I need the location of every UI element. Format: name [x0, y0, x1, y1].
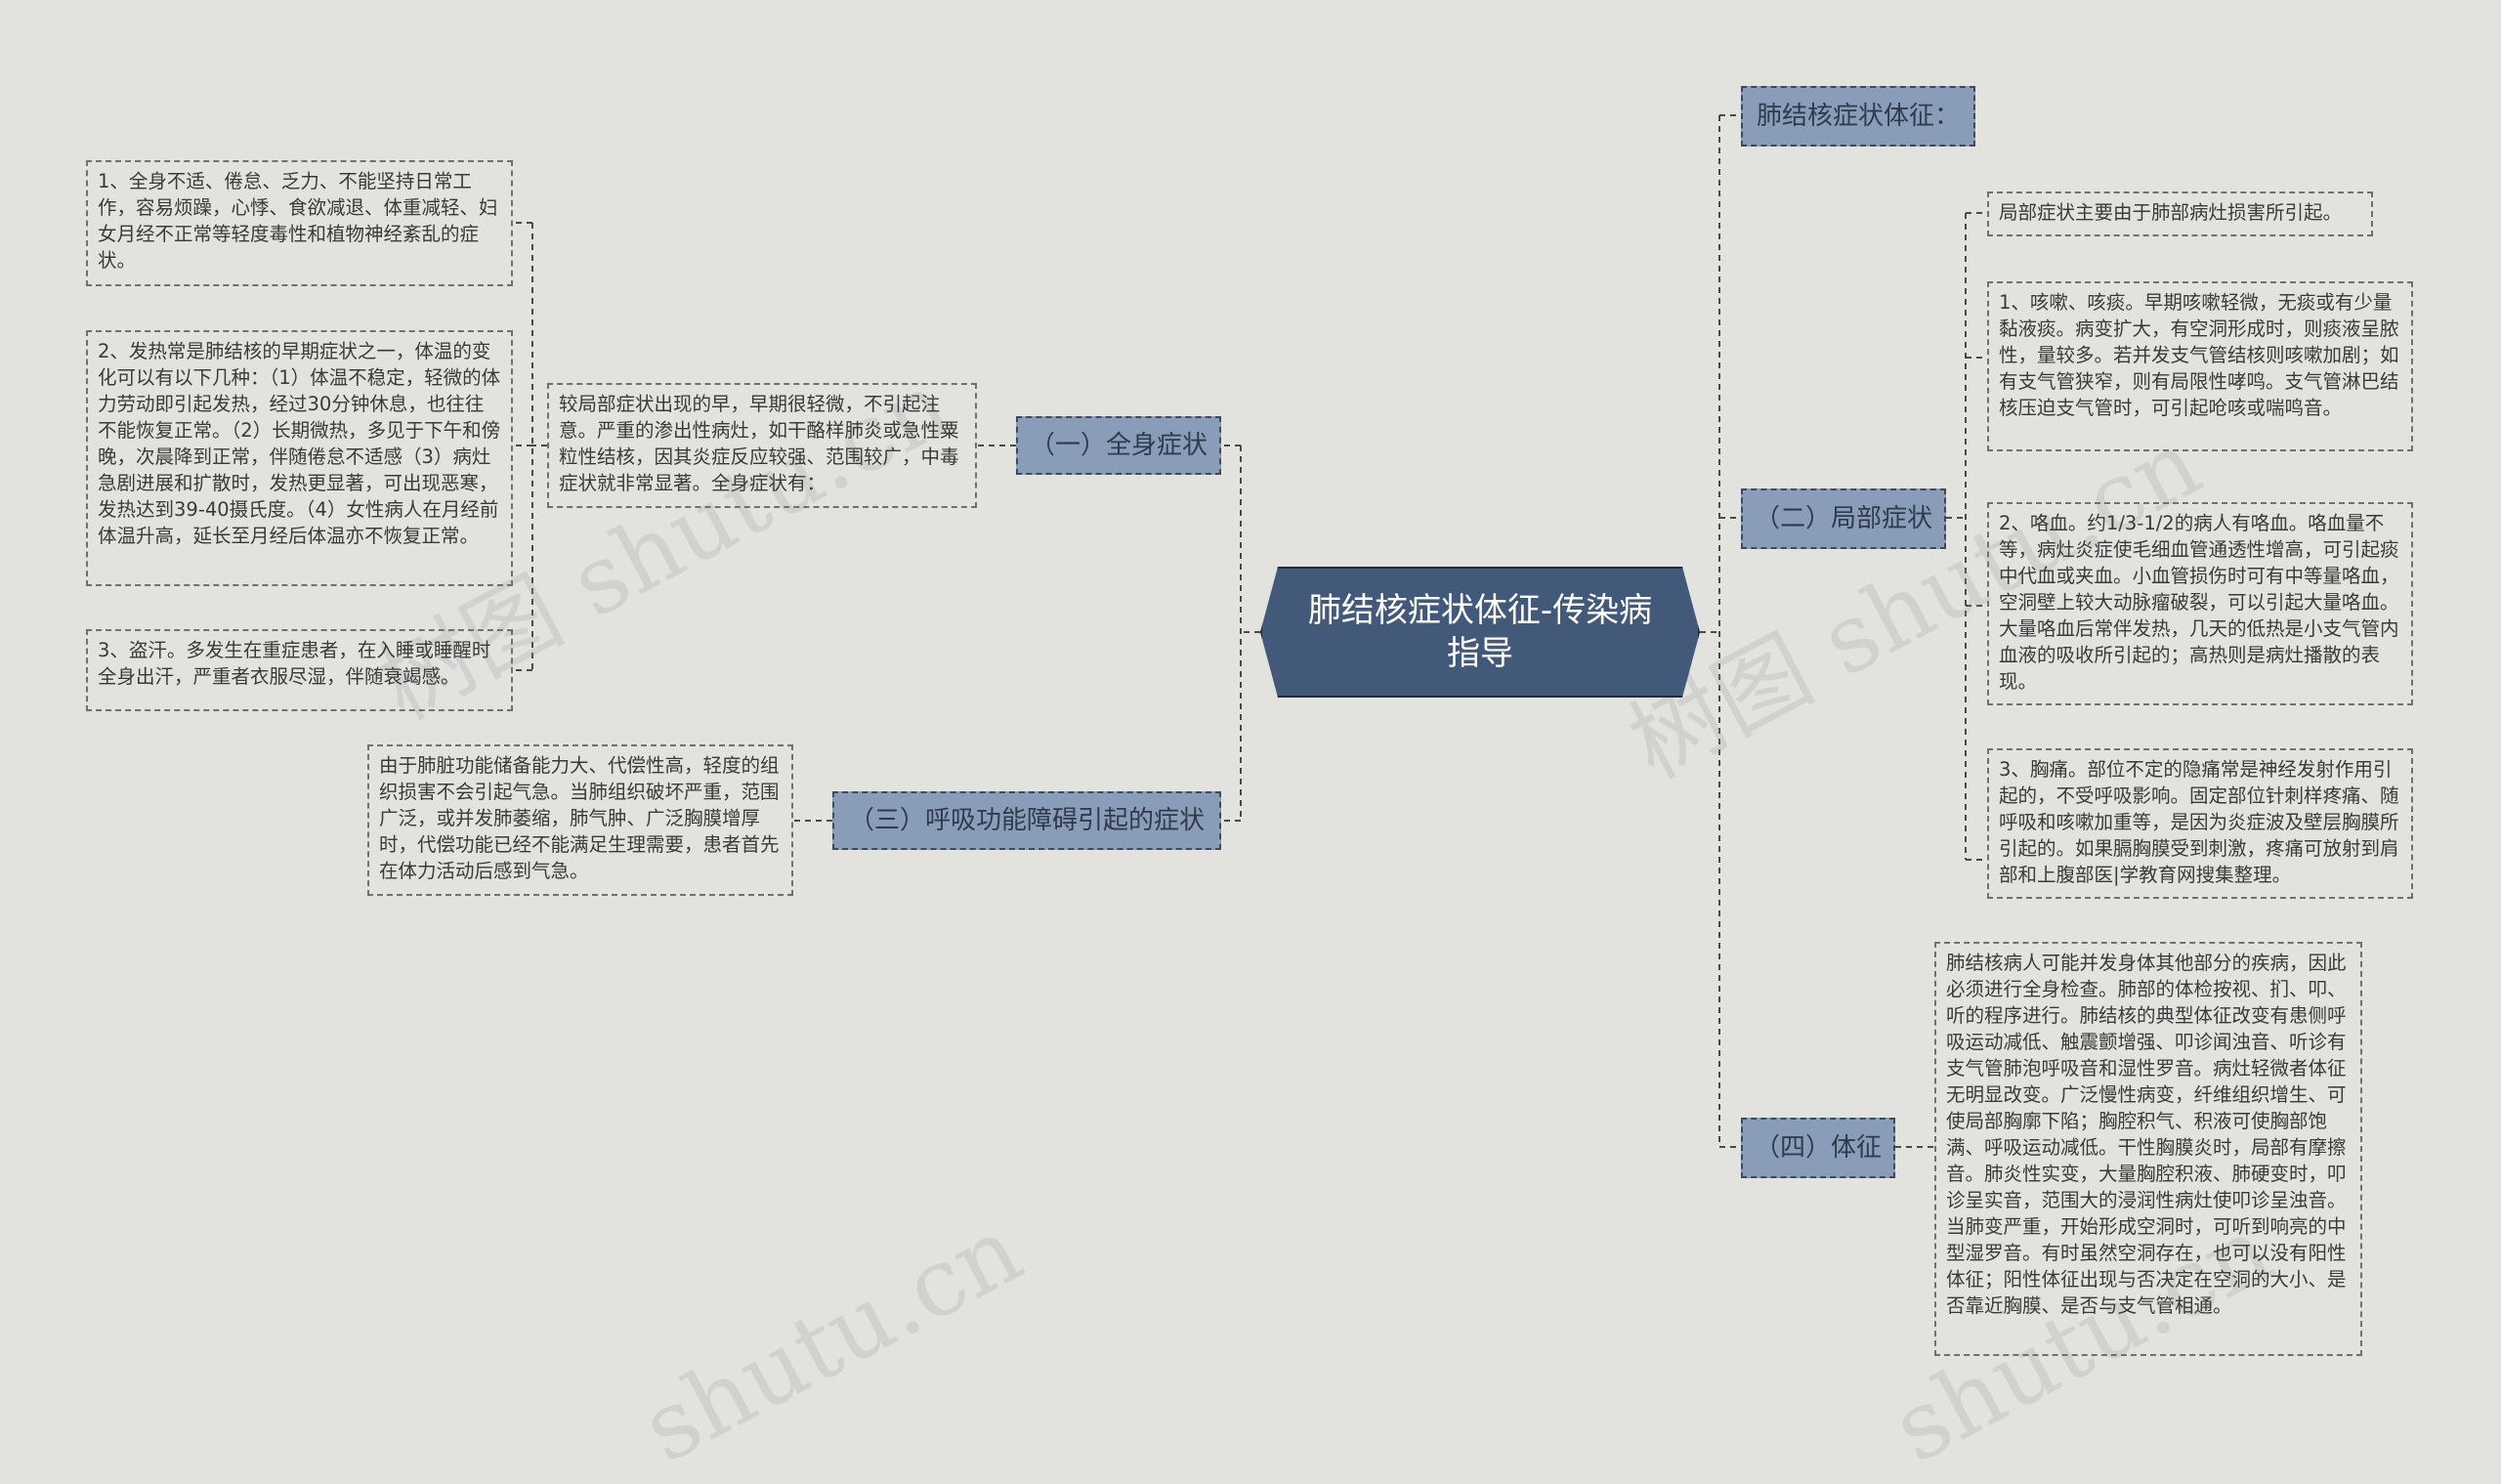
connector-lines — [513, 114, 1987, 1148]
note-local-item-3[interactable]: 3、胸痛。部位不定的隐痛常是神经发射作用引起的，不受呼吸影响。固定部位针刺样疼痛… — [1987, 748, 2413, 899]
note-general-item-1[interactable]: 1、全身不适、倦怠、乏力、不能坚持日常工作，容易烦躁，心悸、食欲减退、体重减轻、… — [86, 160, 513, 286]
branch-general-symptoms[interactable]: （一）全身症状 — [1016, 416, 1221, 475]
central-topic[interactable]: 肺结核症状体征-传染病指导 — [1260, 567, 1700, 698]
branch-label: （四）体征 — [1754, 1133, 1882, 1163]
branch-label: （一）全身症状 — [1029, 431, 1208, 460]
note-general-item-3[interactable]: 3、盗汗。多发生在重症患者，在入睡或睡醒时全身出汗，严重者衣服尽湿，伴随衰竭感。 — [86, 629, 513, 711]
branch-signs[interactable]: （四）体征 — [1741, 1118, 1895, 1178]
branch-label: （三）呼吸功能障碍引起的症状 — [848, 806, 1205, 835]
note-respiratory[interactable]: 由于肺脏功能储备能力大、代偿性高，轻度的组织损害不会引起气急。当肺组织破坏严重，… — [367, 744, 793, 896]
branch-heading[interactable]: 肺结核症状体征： — [1741, 86, 1975, 147]
note-general-intro[interactable]: 较局部症状出现的早，早期很轻微，不引起注意。严重的渗出性病灶，如干酪样肺炎或急性… — [547, 383, 977, 508]
central-topic-label: 肺结核症状体征-传染病指导 — [1307, 591, 1653, 673]
note-local-item-1[interactable]: 1、咳嗽、咳痰。早期咳嗽轻微，无痰或有少量黏液痰。病变扩大，有空洞形成时，则痰液… — [1987, 281, 2413, 451]
branch-local-symptoms[interactable]: （二）局部症状 — [1741, 488, 1946, 549]
note-signs[interactable]: 肺结核病人可能并发身体其他部分的疾病，因此必须进行全身检查。肺部的体检按视、扪、… — [1934, 942, 2362, 1356]
note-local-item-2[interactable]: 2、咯血。约1/3-1/2的病人有咯血。咯血量不等，病灶炎症使毛细血管通透性增高… — [1987, 502, 2413, 705]
mind-map: 树图 shutu.cn 树图 shutu.cn shutu.cn shutu.c… — [86, 86, 2413, 1484]
note-local-intro[interactable]: 局部症状主要由于肺部病灶损害所引起。 — [1987, 191, 2373, 236]
branch-label: （二）局部症状 — [1754, 504, 1932, 533]
branch-label: 肺结核症状体征： — [1756, 102, 1960, 131]
note-general-item-2[interactable]: 2、发热常是肺结核的早期症状之一，体温的变化可以有以下几种：（1）体温不稳定，轻… — [86, 330, 513, 586]
branch-respiratory-symptoms[interactable]: （三）呼吸功能障碍引起的症状 — [832, 791, 1221, 850]
